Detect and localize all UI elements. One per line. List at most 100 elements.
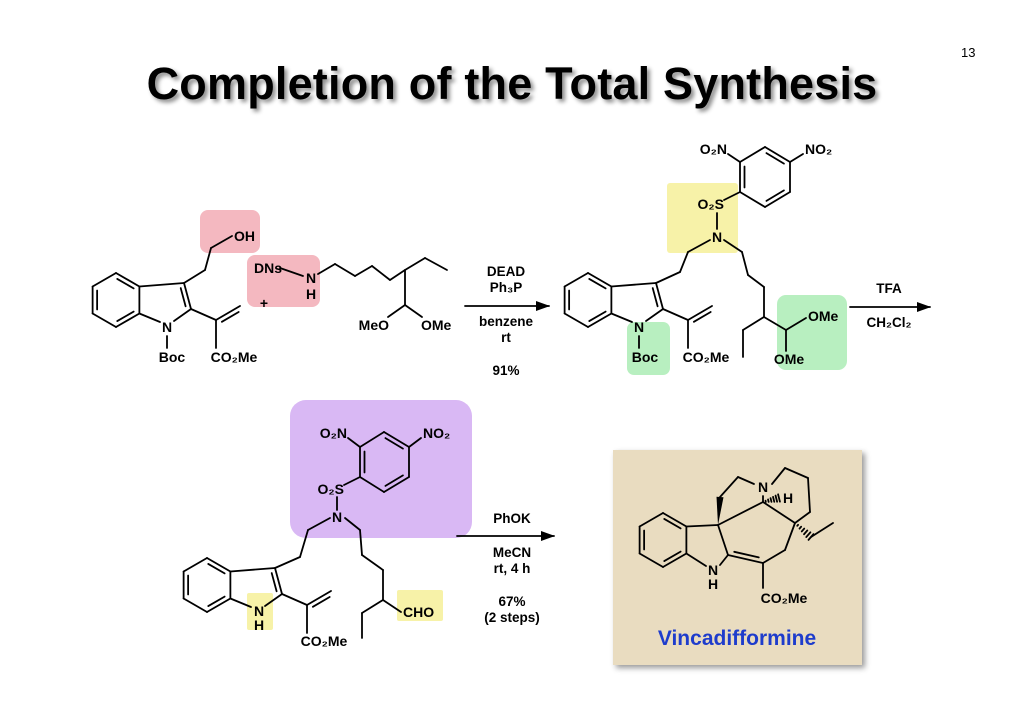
bond: [220, 311, 240, 323]
bond: [173, 308, 192, 322]
bond: [383, 476, 410, 493]
bond: [747, 274, 765, 288]
sulfonamide-highlight: [667, 183, 738, 253]
indole-n-label: N: [254, 603, 264, 619]
bond: [785, 317, 807, 331]
bond: [765, 189, 785, 202]
acetal-highlight: [777, 295, 847, 370]
plus-sign: +: [260, 295, 268, 311]
bond: [587, 272, 613, 288]
ortho-nitro-label: O₂N: [320, 425, 347, 441]
condition-dead: DEAD: [487, 264, 526, 279]
bond: [384, 474, 404, 487]
sulfonamide-nh-highlight: [247, 255, 320, 307]
bond: [717, 501, 764, 526]
bond: [563, 312, 589, 328]
condition-dcm: CH₂Cl₂: [867, 315, 912, 330]
ortho-nitro-label: O₂N: [700, 141, 727, 157]
methoxy-upper-label: OMe: [808, 308, 839, 324]
bond: [389, 269, 406, 281]
bond: [91, 312, 117, 328]
sulfonyl-label: O₂S: [698, 196, 724, 212]
bond: [800, 527, 806, 533]
bond: [344, 517, 361, 531]
methoxy-right-label: OMe: [421, 317, 452, 333]
bond: [655, 271, 681, 284]
hydroxyl-highlight: [200, 210, 260, 253]
bond: [404, 304, 423, 318]
bond: [307, 517, 331, 531]
bond: [774, 494, 779, 503]
bond: [727, 554, 764, 564]
boc-label: Boc: [632, 349, 659, 365]
bond: [207, 563, 226, 575]
bond: [663, 550, 682, 562]
bond: [692, 311, 712, 323]
reagent-n-label: N: [306, 270, 316, 286]
boc-highlight: [627, 322, 670, 375]
bond: [767, 498, 770, 503]
indole-h-label: H: [254, 617, 264, 633]
bond: [679, 251, 689, 273]
bond: [723, 239, 743, 253]
bond: [645, 308, 664, 322]
wedge-bond: [716, 496, 724, 525]
product-n-label: N: [758, 479, 768, 495]
bond: [387, 304, 406, 318]
bond: [796, 523, 799, 527]
bond: [798, 525, 803, 530]
indole-nh-highlight: [247, 593, 273, 630]
bond: [810, 522, 834, 538]
bond: [784, 467, 809, 479]
bond: [789, 153, 804, 163]
bond: [116, 310, 135, 322]
bond: [719, 476, 739, 498]
bond: [229, 567, 276, 573]
condition-temp: rt: [501, 330, 511, 345]
bond: [638, 552, 664, 568]
aldehyde-label: CHO: [403, 604, 434, 620]
bond: [343, 476, 361, 486]
bond: [719, 554, 729, 566]
bond: [655, 282, 664, 310]
bond: [723, 191, 741, 201]
bond: [739, 191, 766, 208]
bond: [190, 308, 217, 321]
bond: [739, 146, 766, 163]
bond: [685, 524, 719, 528]
dns-label: DNs: [254, 260, 282, 276]
bond: [687, 239, 711, 253]
bond: [115, 312, 141, 328]
bond: [361, 599, 384, 614]
bond: [764, 191, 791, 208]
bond: [115, 272, 141, 288]
bond: [404, 257, 426, 271]
bond: [91, 272, 117, 288]
sulfonamide-n-label: N: [712, 229, 722, 245]
bond: [206, 557, 232, 573]
reagent-h-label: H: [306, 286, 316, 302]
bond-layer: [91, 146, 834, 639]
ester-label: CO₂Me: [683, 349, 730, 365]
bond: [424, 257, 448, 271]
bond: [807, 477, 811, 513]
condition-yield: 91%: [492, 363, 519, 378]
bond: [563, 272, 589, 288]
bond: [383, 431, 410, 448]
bond: [741, 251, 749, 276]
bond: [662, 552, 688, 568]
bond: [408, 437, 422, 448]
bond: [347, 437, 361, 448]
bond: [384, 437, 404, 450]
bond: [299, 529, 309, 558]
bond: [210, 235, 233, 249]
bond: [311, 596, 331, 608]
bond: [334, 263, 356, 277]
condition-time: rt, 4 h: [494, 561, 531, 576]
bond: [765, 152, 785, 165]
bond: [354, 265, 373, 277]
bond: [685, 552, 707, 567]
bond: [206, 597, 232, 613]
sulfonamide-n-label: N: [332, 509, 342, 525]
